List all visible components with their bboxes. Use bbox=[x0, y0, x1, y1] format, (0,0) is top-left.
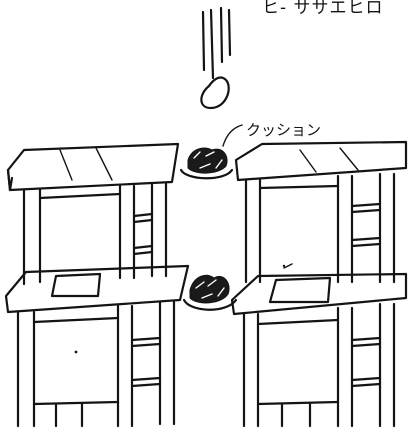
left-leg bbox=[24, 190, 40, 284]
front-leg-a bbox=[118, 306, 132, 426]
box-on-table bbox=[52, 274, 100, 296]
top-caption-text: ヒ‐ ササエヒロ bbox=[262, 0, 384, 18]
rungs bbox=[132, 338, 160, 386]
front-leg-b bbox=[380, 174, 394, 282]
motion-line bbox=[221, 8, 222, 62]
upper-left-table bbox=[8, 144, 178, 284]
left-leg bbox=[18, 312, 34, 426]
falling-egg-icon bbox=[201, 78, 228, 108]
front-leg-a bbox=[338, 308, 352, 426]
motion-line bbox=[211, 10, 213, 78]
tabletop-edge bbox=[8, 170, 12, 190]
apron bbox=[260, 186, 338, 188]
front-leg-a bbox=[120, 186, 134, 278]
motion-line bbox=[203, 12, 204, 70]
cushion-label: クッション bbox=[246, 121, 321, 139]
dot bbox=[75, 351, 78, 354]
cushion-callout: クッション bbox=[223, 121, 321, 146]
lower-slats bbox=[282, 404, 310, 426]
lower-slats bbox=[56, 404, 82, 426]
upper-right-table bbox=[236, 142, 406, 282]
cushion-pointer bbox=[223, 125, 242, 146]
rungs bbox=[352, 204, 380, 246]
rungs bbox=[134, 214, 152, 254]
motion-line bbox=[229, 10, 230, 55]
falling-object bbox=[201, 8, 230, 108]
wood-grain bbox=[300, 148, 358, 172]
wood-grain bbox=[60, 148, 112, 180]
lower-right-table bbox=[232, 274, 406, 426]
upper-cushion bbox=[181, 148, 232, 178]
apron bbox=[34, 318, 118, 404]
dash-mark bbox=[284, 264, 292, 268]
apron bbox=[40, 194, 120, 198]
apron bbox=[258, 320, 338, 404]
rungs bbox=[352, 338, 380, 386]
dot bbox=[283, 265, 285, 267]
lower-left-table bbox=[6, 266, 188, 426]
front-leg-a bbox=[338, 176, 352, 282]
front-leg-b bbox=[380, 304, 394, 426]
sketch-dots bbox=[75, 265, 286, 354]
front-leg-b bbox=[160, 302, 174, 424]
box-on-table bbox=[270, 278, 330, 302]
front-leg-b bbox=[152, 184, 166, 276]
left-leg bbox=[244, 314, 258, 426]
left-leg bbox=[246, 180, 260, 282]
